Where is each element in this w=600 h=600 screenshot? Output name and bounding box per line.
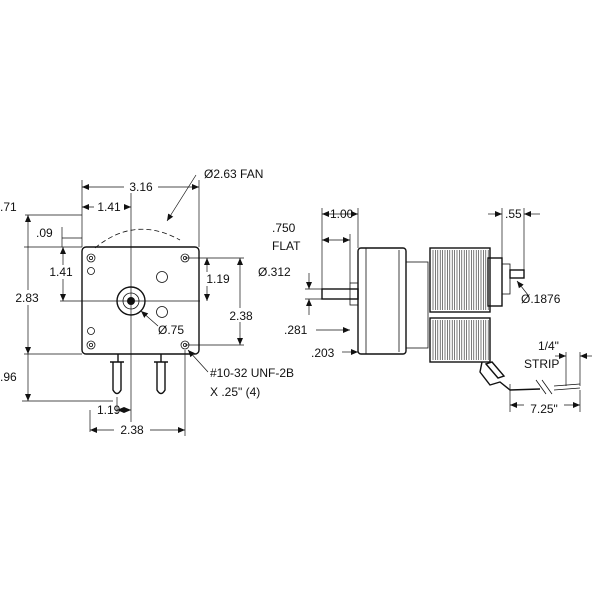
dim-55: .55 bbox=[505, 207, 522, 221]
dim-height-half: 1.41 bbox=[49, 265, 73, 279]
shaft-diameter-label: Ø.312 bbox=[258, 265, 291, 279]
rear-pin bbox=[509, 269, 525, 279]
thread-callout-line1: #10-32 UNF-2B bbox=[210, 366, 294, 380]
small-hole-upper bbox=[156, 271, 168, 283]
dim-bottom-left: .96 bbox=[0, 370, 17, 384]
dim-203: .203 bbox=[311, 346, 335, 360]
dim-right-full: 2.38 bbox=[229, 309, 253, 323]
dim-height-total: 2.83 bbox=[15, 291, 39, 305]
side-view: 1.00 .750 FLAT Ø.312 .281 .203 .55 Ø.187… bbox=[258, 207, 592, 416]
dim-width-top: 3.16 bbox=[129, 180, 153, 194]
lead-wire-bundle bbox=[479, 361, 541, 391]
front-view: 3.16 1.41 Ø2.63 FAN .71 .09 2.83 1.41 1 bbox=[0, 167, 294, 437]
dim-bottom-terminal: 1.19 bbox=[97, 403, 121, 417]
front-housing bbox=[81, 246, 200, 355]
strip-length-value: 1/4" bbox=[538, 339, 559, 353]
dim-shaft-length: 1.00 bbox=[330, 207, 354, 221]
strip-word: STRIP bbox=[524, 357, 559, 371]
pin-diameter-label: Ø.1876 bbox=[521, 292, 561, 306]
stator-coil-lines bbox=[432, 250, 489, 360]
dim-lead-length: 7.25" bbox=[530, 402, 558, 416]
dim-offset-top: 1.41 bbox=[97, 200, 121, 214]
dim-flat-value: .750 bbox=[272, 221, 296, 235]
fan-outline bbox=[94, 228, 181, 249]
dim-bottom-width: 2.38 bbox=[120, 423, 144, 437]
fan-diameter-label: Ø2.63 FAN bbox=[204, 167, 263, 181]
dim-left-edge: .71 bbox=[0, 200, 17, 214]
dim-flat-word: FLAT bbox=[272, 239, 301, 253]
dim-281: .281 bbox=[284, 323, 308, 337]
motor-stator bbox=[429, 247, 491, 363]
thread-callout-line2: X .25" (4) bbox=[210, 385, 260, 399]
hub-diameter-label: Ø.75 bbox=[158, 323, 184, 337]
dim-step: .09 bbox=[36, 226, 53, 240]
terminals bbox=[110, 354, 168, 395]
output-shaft bbox=[321, 288, 359, 300]
small-hole-lower bbox=[156, 306, 168, 318]
dim-right-half: 1.19 bbox=[206, 272, 230, 286]
